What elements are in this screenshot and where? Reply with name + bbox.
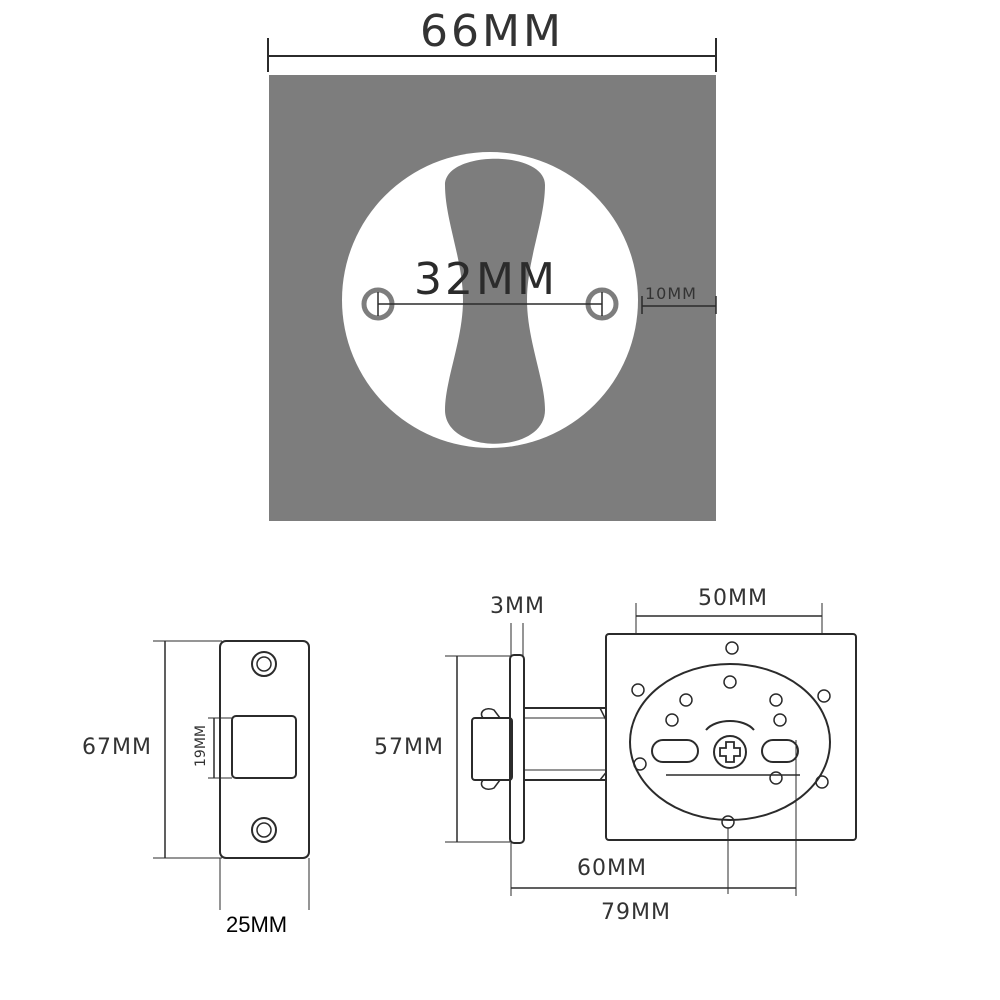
cross-spindle-slot (719, 741, 741, 763)
strike-screw-hole-top (251, 651, 277, 677)
mount-width-label: 50MM (698, 586, 768, 611)
rose-width-label: 66MM (420, 6, 564, 57)
strike-plate (219, 640, 310, 859)
spindle-hub (713, 735, 747, 769)
latch-bolt (471, 717, 513, 781)
faceplate-thickness-label: 3MM (490, 594, 545, 619)
latch-drawing (445, 603, 857, 896)
strike-plate-drawing (153, 640, 310, 910)
thumb-turn-knob (445, 158, 545, 444)
strike-screw-hole-bottom (251, 817, 277, 843)
rose-plate-drawing (267, 38, 717, 521)
faceplate-height-label: 57MM (374, 735, 444, 760)
strike-window-label: 19MM (192, 725, 209, 767)
latch-rotor-disc (629, 663, 831, 821)
total-length-label: 79MM (601, 900, 671, 925)
screw-spacing-label: 32MM (414, 254, 558, 305)
strike-height-label: 67MM (82, 735, 152, 760)
strike-window (231, 715, 297, 779)
edge-margin-label: 10MM (645, 284, 697, 303)
backset-label: 60MM (577, 856, 647, 881)
strike-width-label: 25MM (226, 912, 288, 937)
